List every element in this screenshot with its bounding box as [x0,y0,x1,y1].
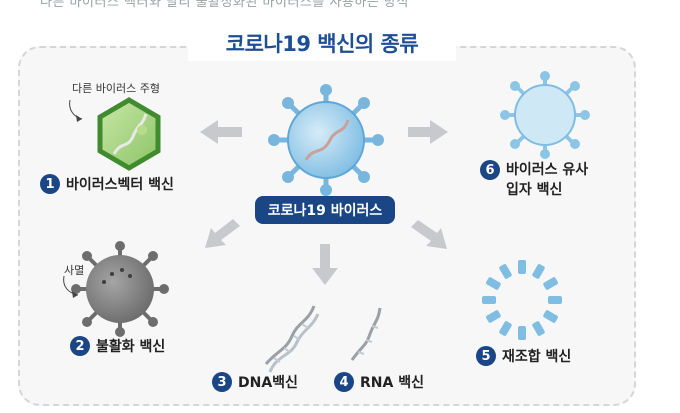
label-text-5: 재조합 백신 [502,349,572,365]
dna-helix [264,305,320,373]
top-cropped-text: 다른 바이러스 벡터와 달리 불활성화된 바이러스를 사용하는 방식 [0,0,680,26]
label-text-6-line2: 입자 백신 [506,182,563,198]
vector-virus [97,97,161,171]
label-text-2: 불활화 백신 [96,339,166,355]
rna-helix [350,307,382,361]
label-inactivated-vaccine: 2 불활화 백신 [70,336,165,356]
number-badge-5: 5 [476,346,496,366]
arrow-right [408,120,448,144]
number-badge-2: 2 [70,336,90,356]
label-vlp-vaccine: 6 바이러스 유사 입자 백신 [480,160,588,200]
label-dna-vaccine: 3 DNA백신 [212,372,298,392]
vlp-virus [500,71,590,159]
arrow-left [200,120,242,144]
note-arrow-1 [69,99,83,120]
arrows [200,120,448,285]
number-badge-1: 1 [40,174,60,194]
top-cropped-caption: 다른 바이러스 벡터와 달리 불활성화된 바이러스를 사용하는 방식 [40,0,409,10]
arrow-down-right [411,220,447,249]
note-killed: 사멸 [64,264,85,277]
label-text-6: 바이러스 유사 입자 백신 [506,160,588,200]
label-text-4: RNA 백신 [360,375,424,391]
label-vector-vaccine: 1 바이러스벡터 백신 [40,174,174,194]
note-template: 다른 바이러스 주형 [72,82,160,95]
label-recombinant-vaccine: 5 재조합 백신 [476,346,571,366]
recombinant-ring [482,260,562,340]
arrow-down-left [205,219,240,248]
inactivated-virus [71,241,169,337]
label-text-1: 바이러스벡터 백신 [66,177,174,193]
label-text-6-line1: 바이러스 유사 [506,162,589,178]
number-badge-6: 6 [480,160,500,180]
number-badge-4: 4 [334,372,354,392]
arrow-down [312,244,338,285]
center-label: 코로나19 바이러스 [255,196,395,224]
number-badge-3: 3 [212,372,232,392]
label-rna-vaccine: 4 RNA 백신 [334,372,424,392]
center-virus [268,84,384,196]
label-text-3: DNA백신 [238,375,298,391]
diagram-title: 코로나19 백신의 종류 [188,27,456,61]
